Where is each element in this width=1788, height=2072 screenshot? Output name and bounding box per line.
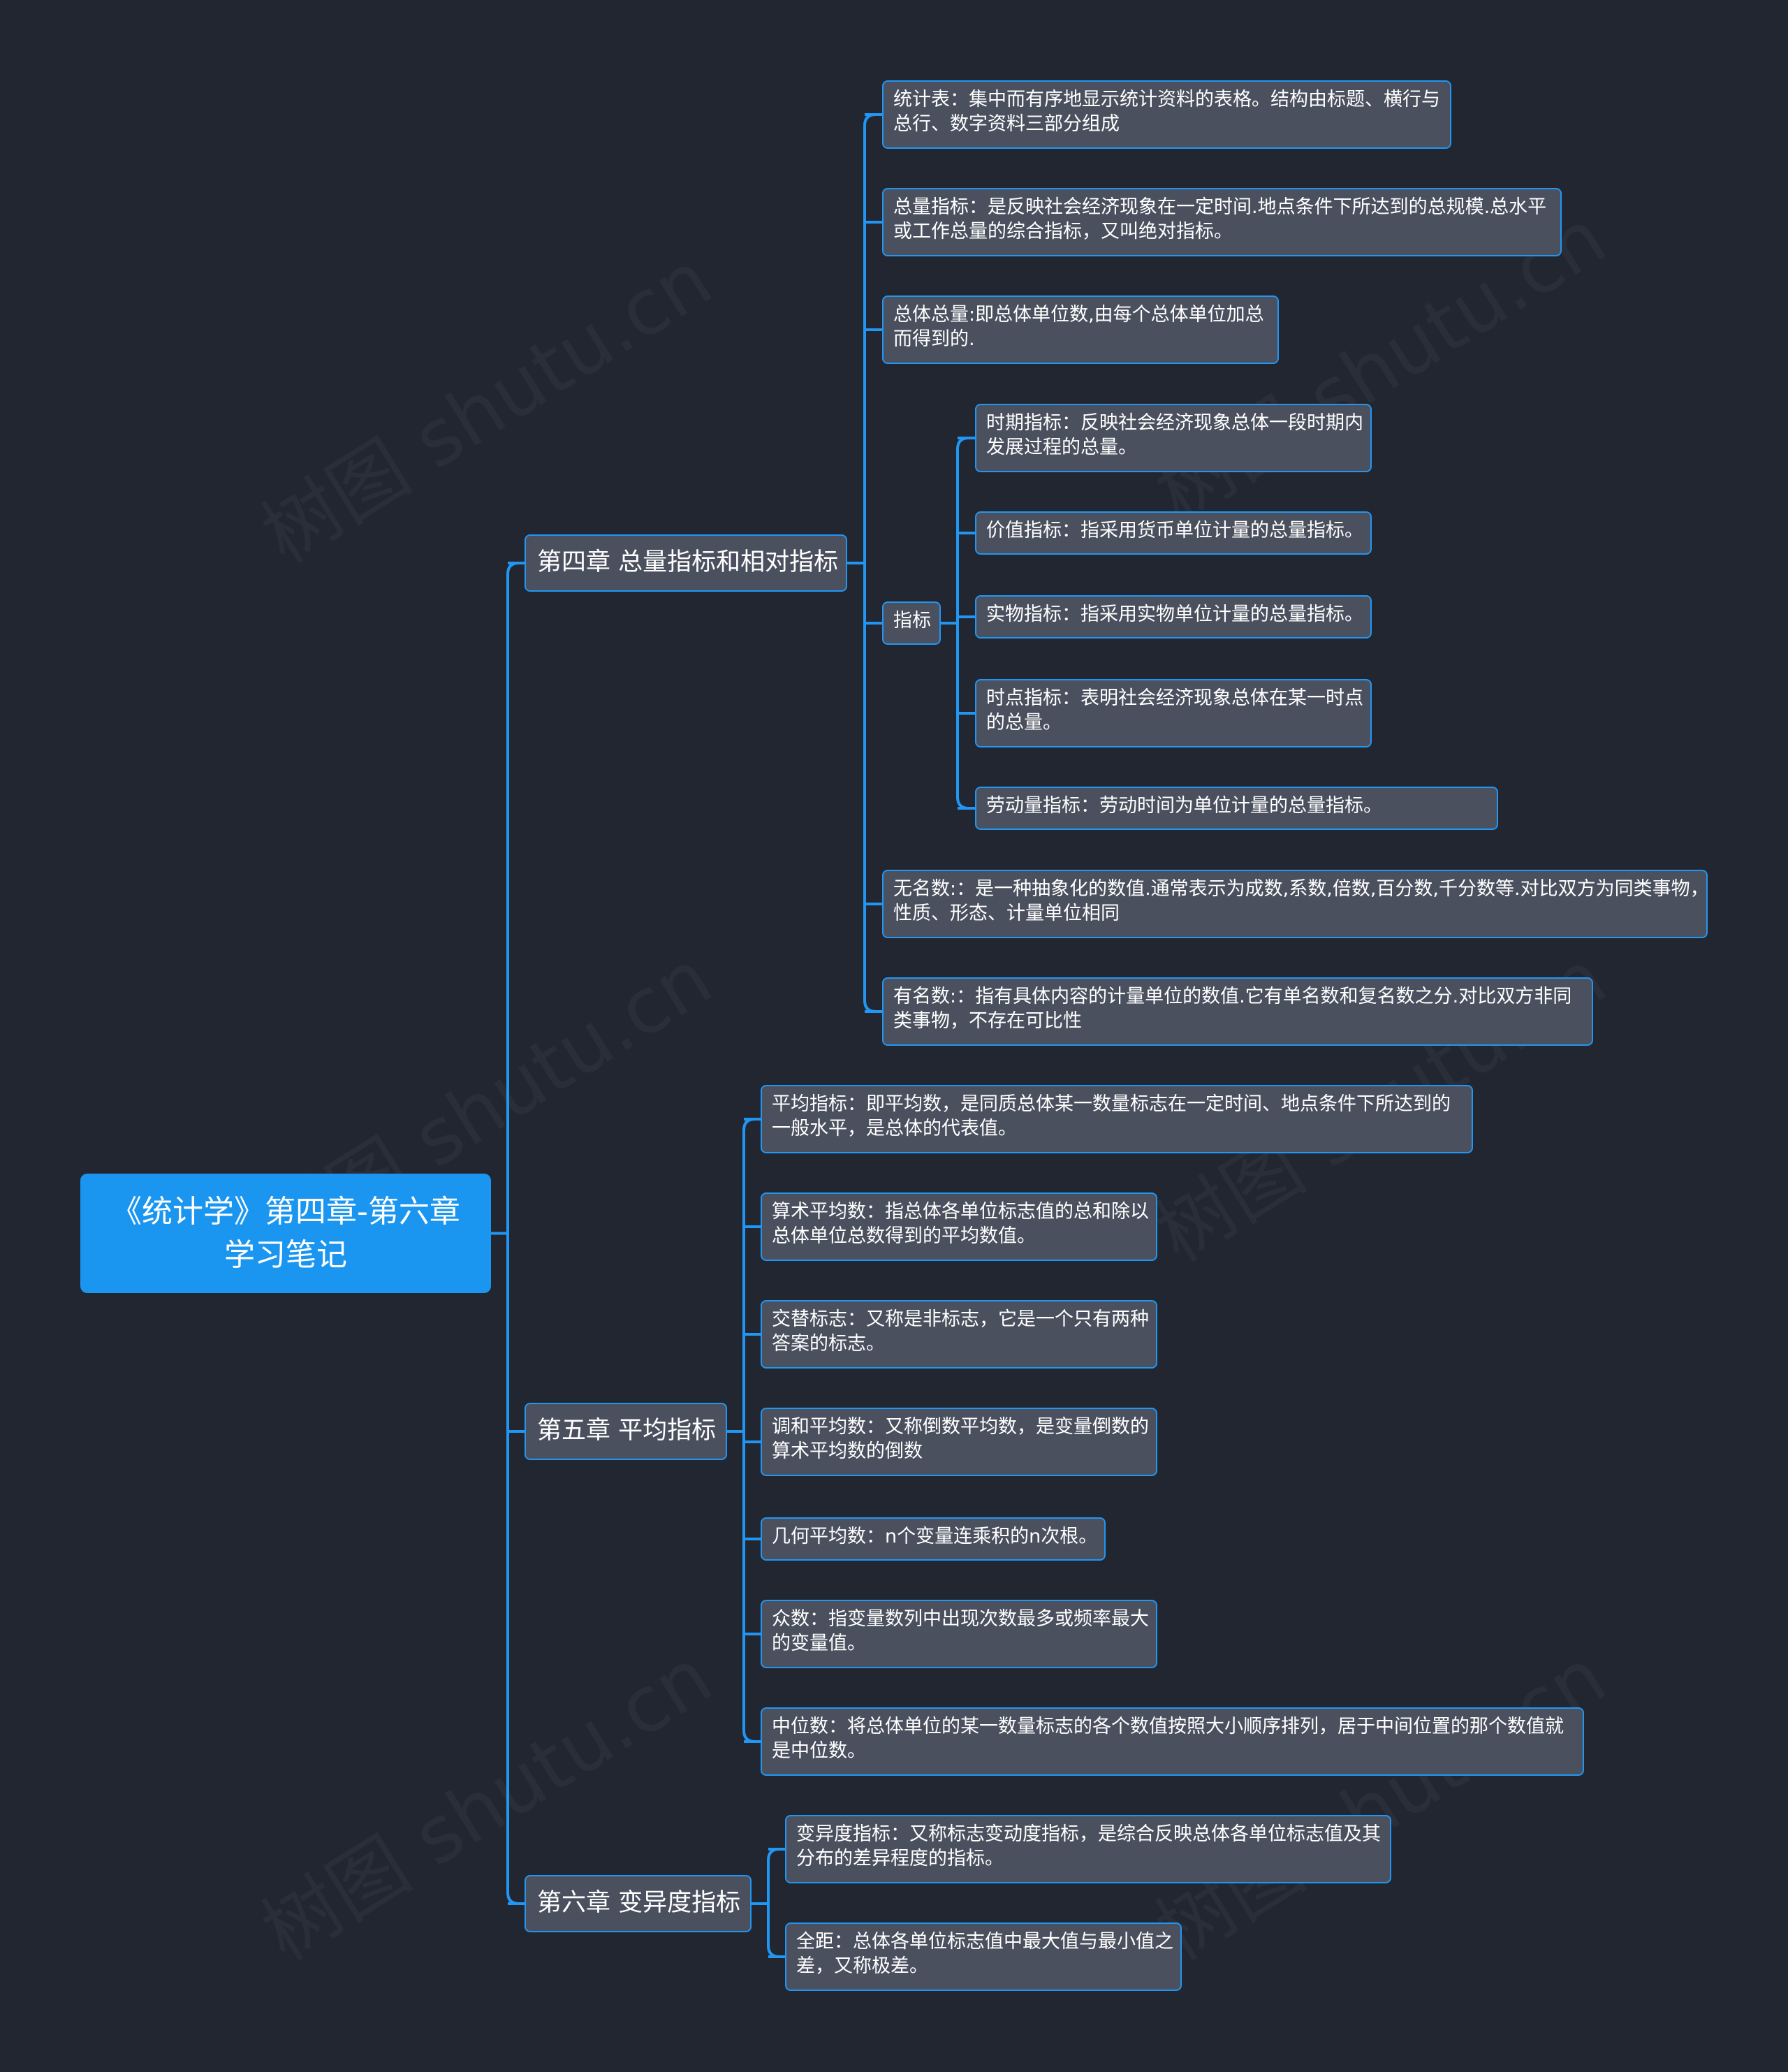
node-text-line: 平均指标：即平均数，是同质总体某一数量标志在一定时间、地点条件下所达到的 <box>772 1093 1451 1115</box>
node-text-line: 调和平均数：又称倒数平均数，是变量倒数的 <box>772 1416 1149 1438</box>
node-text-line: 有名数:：指有具体内容的计量单位的数值.它有单名数和复名数之分.对比双方非同 <box>893 986 1572 1007</box>
node-text-line: 类事物，不存在可比性 <box>893 1010 1082 1032</box>
chapter-5-topic[interactable]: 第五章 平均指标 <box>525 1403 727 1460</box>
node-text-line: 价值指标：指采用货币单位计量的总量指标。 <box>986 520 1363 541</box>
node-text-line: 答案的标志。 <box>772 1333 885 1355</box>
connector-line <box>752 1848 785 1958</box>
average-indicator-node[interactable]: 平均指标：即平均数，是同质总体某一数量标志在一定时间、地点条件下所达到的 一般水… <box>761 1085 1473 1153</box>
statistical-table-node[interactable]: 统计表：集中而有序地显示统计资料的表格。结构由标题、横行与 总行、数字资料三部分… <box>882 80 1451 149</box>
node-text-line: 性质、形态、计量单位相同 <box>893 903 1120 924</box>
node-text-line: 交替标志：又称是非标志，它是一个只有两种 <box>772 1308 1149 1330</box>
node-text-line: 或工作总量的综合指标，又叫绝对指标。 <box>893 221 1233 242</box>
node-text-line: 总行、数字资料三部分组成 <box>893 113 1120 135</box>
harmonic-mean-node[interactable]: 调和平均数：又称倒数平均数，是变量倒数的 算术平均数的倒数 <box>761 1408 1157 1476</box>
mode-node[interactable]: 众数：指变量数列中出现次数最多或频率最大 的变量值。 <box>761 1600 1157 1668</box>
root-topic[interactable]: 《统计学》第四章-第六章 学习笔记 <box>80 1174 491 1293</box>
connector-line <box>847 113 882 1013</box>
chapter-4-topic[interactable]: 第四章 总量指标和相对指标 <box>525 534 847 592</box>
total-indicator-node[interactable]: 总量指标：是反映社会经济现象在一定时间.地点条件下所达到的总规模.总水平 或工作… <box>882 188 1562 256</box>
chapter-6-topic[interactable]: 第六章 变异度指标 <box>525 1875 752 1932</box>
range-node[interactable]: 全距：总体各单位标志值中最大值与最小值之 差，又称极差。 <box>785 1923 1182 1991</box>
arithmetic-mean-node[interactable]: 算术平均数：指总体各单位标志值的总和除以 总体单位总数得到的平均数值。 <box>761 1192 1157 1261</box>
node-text-line: 变异度指标：又称标志变动度指标，是综合反映总体各单位标志值及其 <box>796 1823 1381 1845</box>
indicator-group-node[interactable]: 指标 <box>882 601 941 645</box>
node-text-line: 实物指标：指采用实物单位计量的总量指标。 <box>986 604 1363 625</box>
node-text-line: 的变量值。 <box>772 1633 866 1654</box>
chapter-6-title: 第六章 变异度指标 <box>537 1889 741 1917</box>
node-text-line: 算术平均数的倒数 <box>772 1440 923 1462</box>
root-title-line-2: 学习笔记 <box>224 1236 347 1273</box>
labor-indicator-node[interactable]: 劳动量指标：劳动时间为单位计量的总量指标。 <box>975 787 1498 830</box>
node-text-line: 指标 <box>893 610 931 632</box>
alternative-sign-node[interactable]: 交替标志：又称是非标志，它是一个只有两种 答案的标志。 <box>761 1300 1157 1369</box>
abstract-number-node[interactable]: 无名数:：是一种抽象化的数值.通常表示为成数,系数,倍数,百分数,千分数等.对比… <box>882 870 1708 938</box>
node-text-line: 一般水平，是总体的代表值。 <box>772 1118 1017 1139</box>
node-text-line: 时点指标：表明社会经济现象总体在某一时点 <box>986 687 1363 709</box>
node-text-line: 发展过程的总量。 <box>986 437 1137 458</box>
connector-line <box>727 1118 761 1743</box>
node-text-line: 劳动量指标：劳动时间为单位计量的总量指标。 <box>986 795 1382 817</box>
node-text-line: 总体单位总数得到的平均数值。 <box>772 1225 1036 1247</box>
node-text-line: 全距：总体各单位标志值中最大值与最小值之 <box>796 1931 1173 1953</box>
node-text-line: 的总量。 <box>986 712 1062 734</box>
root-title-line-1: 《统计学》第四章-第六章 <box>111 1193 460 1230</box>
chapter-4-title: 第四章 总量指标和相对指标 <box>537 548 839 576</box>
node-text-line: 几何平均数：n个变量连乘积的n次根。 <box>772 1526 1098 1547</box>
node-text-line: 众数：指变量数列中出现次数最多或频率最大 <box>772 1608 1149 1630</box>
node-text-line: 而得到的. <box>893 328 975 350</box>
node-text-line: 总体总量:即总体单位数,由每个总体单位加总 <box>893 304 1264 326</box>
node-text-line: 差，又称极差。 <box>796 1955 928 1977</box>
node-text-line: 是中位数。 <box>772 1740 866 1762</box>
named-number-node[interactable]: 有名数:：指有具体内容的计量单位的数值.它有单名数和复名数之分.对比双方非同 类… <box>882 977 1593 1046</box>
population-total-node[interactable]: 总体总量:即总体单位数,由每个总体单位加总 而得到的. <box>882 296 1279 364</box>
median-node[interactable]: 中位数：将总体单位的某一数量标志的各个数值按照大小顺序排列，居于中间位置的那个数… <box>761 1707 1584 1776</box>
variation-indicator-node[interactable]: 变异度指标：又称标志变动度指标，是综合反映总体各单位标志值及其 分布的差异程度的… <box>785 1815 1391 1883</box>
node-text-line: 中位数：将总体单位的某一数量标志的各个数值按照大小顺序排列，居于中间位置的那个数… <box>772 1716 1564 1737</box>
geometric-mean-node[interactable]: 几何平均数：n个变量连乘积的n次根。 <box>761 1517 1106 1561</box>
value-indicator-node[interactable]: 价值指标：指采用货币单位计量的总量指标。 <box>975 511 1372 555</box>
node-text-line: 分布的差异程度的指标。 <box>796 1848 1004 1869</box>
node-text-line: 无名数:：是一种抽象化的数值.通常表示为成数,系数,倍数,百分数,千分数等.对比… <box>893 878 1708 900</box>
chapter-5-title: 第五章 平均指标 <box>537 1417 717 1445</box>
node-text-line: 统计表：集中而有序地显示统计资料的表格。结构由标题、横行与 <box>893 89 1440 110</box>
physical-indicator-node[interactable]: 实物指标：指采用实物单位计量的总量指标。 <box>975 595 1372 639</box>
connector-line <box>941 437 975 810</box>
node-text-line: 时期指标：反映社会经济现象总体一段时期内 <box>986 412 1363 434</box>
point-indicator-node[interactable]: 时点指标：表明社会经济现象总体在某一时点 的总量。 <box>975 679 1372 747</box>
connector-line <box>491 562 525 1905</box>
period-indicator-node[interactable]: 时期指标：反映社会经济现象总体一段时期内 发展过程的总量。 <box>975 404 1372 472</box>
node-text-line: 算术平均数：指总体各单位标志值的总和除以 <box>772 1201 1149 1223</box>
node-text-line: 总量指标：是反映社会经济现象在一定时间.地点条件下所达到的总规模.总水平 <box>893 196 1547 218</box>
